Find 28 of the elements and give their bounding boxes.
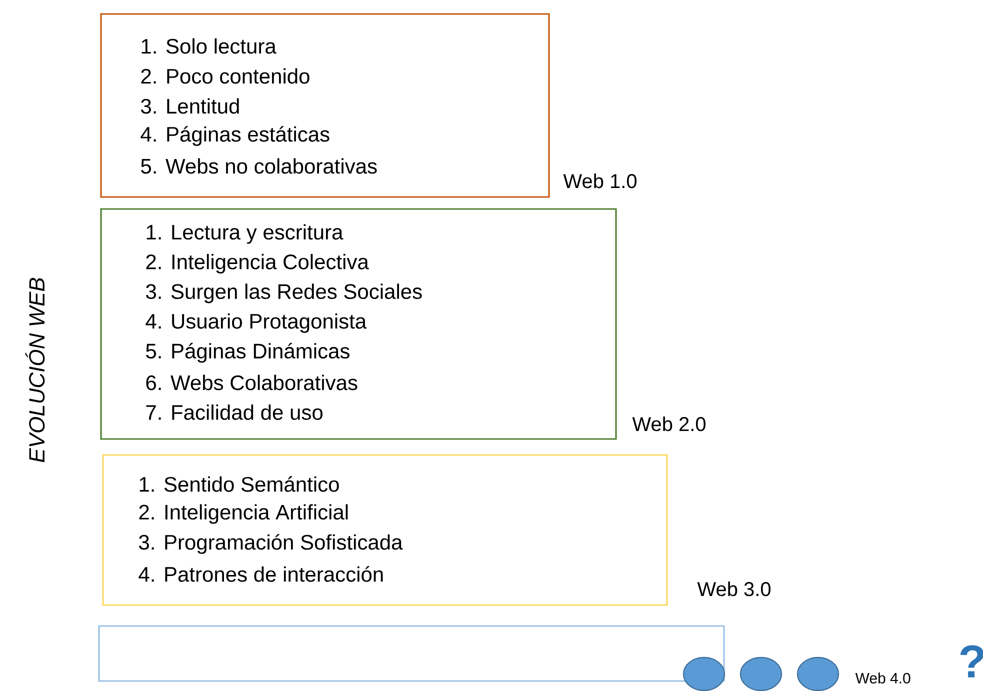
list-item: 3. Programación Sofisticada (139, 534, 403, 554)
list-box (102, 454, 668, 606)
version-label: Web 4.0 (855, 672, 910, 684)
vertical-title: EVOLUCIÓN WEB (25, 278, 45, 462)
list-item: 2. Inteligencia Artificial (139, 504, 348, 524)
list-item: 5. Páginas Dinámicas (146, 342, 350, 363)
circle (796, 656, 840, 691)
list-item: 6. Webs Colaborativas (146, 374, 358, 390)
list-item: 2. Inteligencia Colectiva (146, 254, 369, 274)
circle (682, 656, 726, 691)
circle (740, 656, 782, 691)
list-item: 4. Páginas estáticas (140, 126, 330, 146)
list-item: 3. Lentitud (141, 98, 239, 114)
list-box (100, 208, 617, 440)
list-item: 4. Patrones de interacción (138, 566, 383, 582)
version-label: Web 2.0 (632, 416, 706, 432)
version-label: Web 3.0 (697, 582, 771, 596)
empty-box (98, 625, 725, 682)
list-box (100, 13, 550, 198)
list-item: 7. Facilidad de uso (146, 404, 322, 420)
list-item: 5. Webs no colaborativas (141, 158, 377, 174)
list-item: 1. Lectura y escritura (146, 224, 344, 244)
list-item: 1. Sentido Semántico (140, 476, 339, 492)
version-label: Web 1.0 (563, 174, 637, 188)
list-item: 1. Solo lectura (142, 38, 276, 54)
list-item: 2. Poco contenido (141, 68, 310, 84)
list-item: 4. Usuario Protagonista (146, 313, 367, 333)
list-item: 3. Surgen las Redes Sociales (146, 284, 422, 304)
